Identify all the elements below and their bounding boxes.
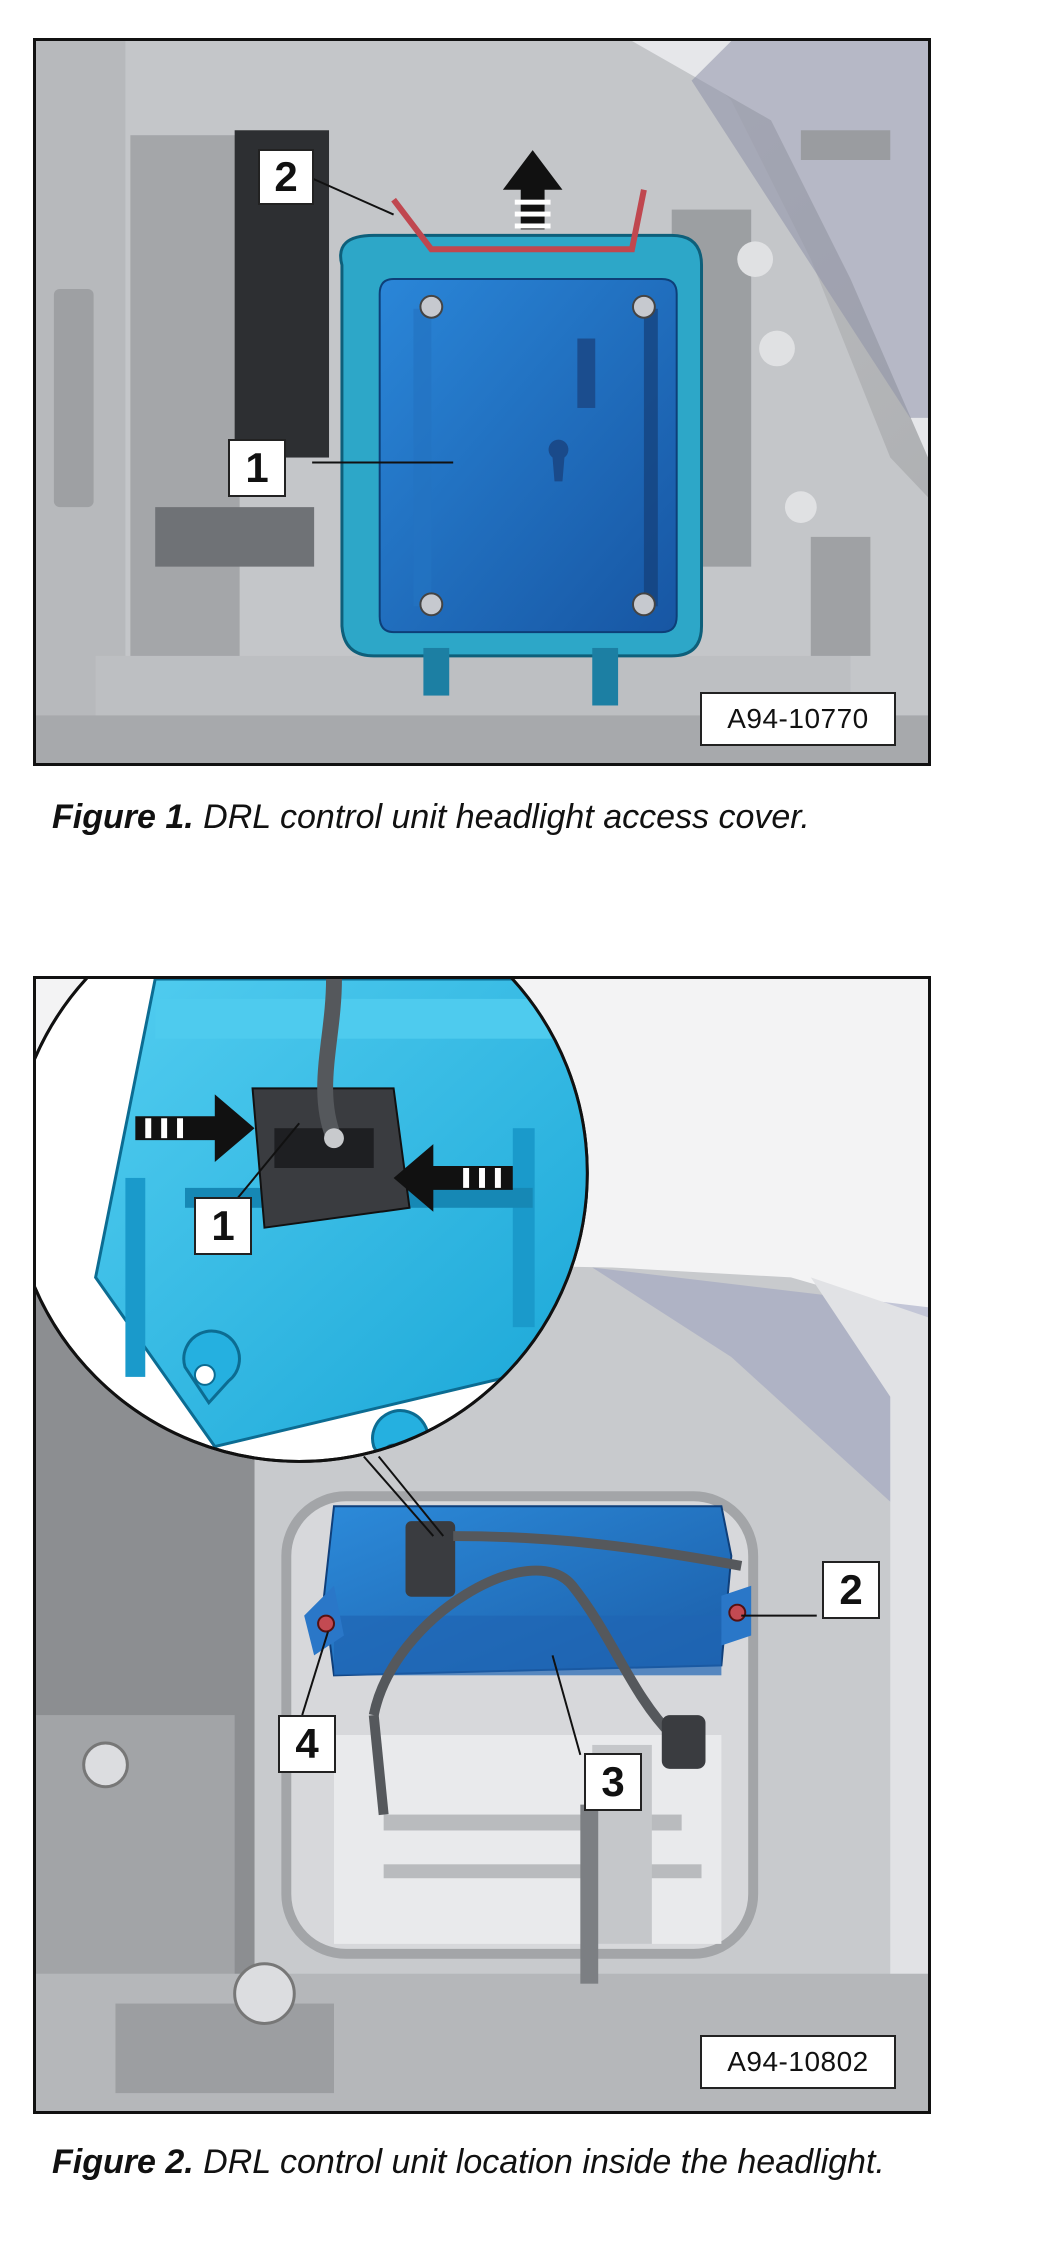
caption-text: DRL control unit headlight access cover.	[203, 798, 810, 836]
figure-reference-number: A94-10770	[700, 692, 896, 746]
caption-text: DRL control unit location inside the hea…	[203, 2143, 885, 2181]
callout-3: 3	[584, 1753, 642, 1811]
figure-1-illustration	[36, 41, 928, 763]
callout-2: 2	[822, 1561, 880, 1619]
callout-1: 1	[194, 1197, 252, 1255]
callout-4: 4	[278, 1715, 336, 1773]
figure-1-image: 2 1 A94-10770	[33, 38, 931, 766]
magnified-connector-detail	[36, 979, 589, 1463]
figure-2-caption: Figure 2. DRL control unit location insi…	[52, 2143, 885, 2182]
figure-reference-number: A94-10802	[700, 2035, 896, 2089]
release-direction-arrow	[502, 150, 563, 230]
figure-2-image: 1 2 3 4 A94-10802	[33, 976, 931, 2114]
squeeze-arrow-left	[135, 1094, 255, 1163]
callout-1: 1	[228, 439, 286, 497]
figure-2-illustration	[36, 979, 928, 2111]
caption-number: Figure 2.	[52, 2143, 194, 2181]
callout-2: 2	[258, 149, 314, 205]
caption-number: Figure 1.	[52, 798, 194, 836]
figure-1-caption: Figure 1. DRL control unit headlight acc…	[52, 798, 810, 837]
squeeze-arrow-right	[393, 1144, 513, 1212]
